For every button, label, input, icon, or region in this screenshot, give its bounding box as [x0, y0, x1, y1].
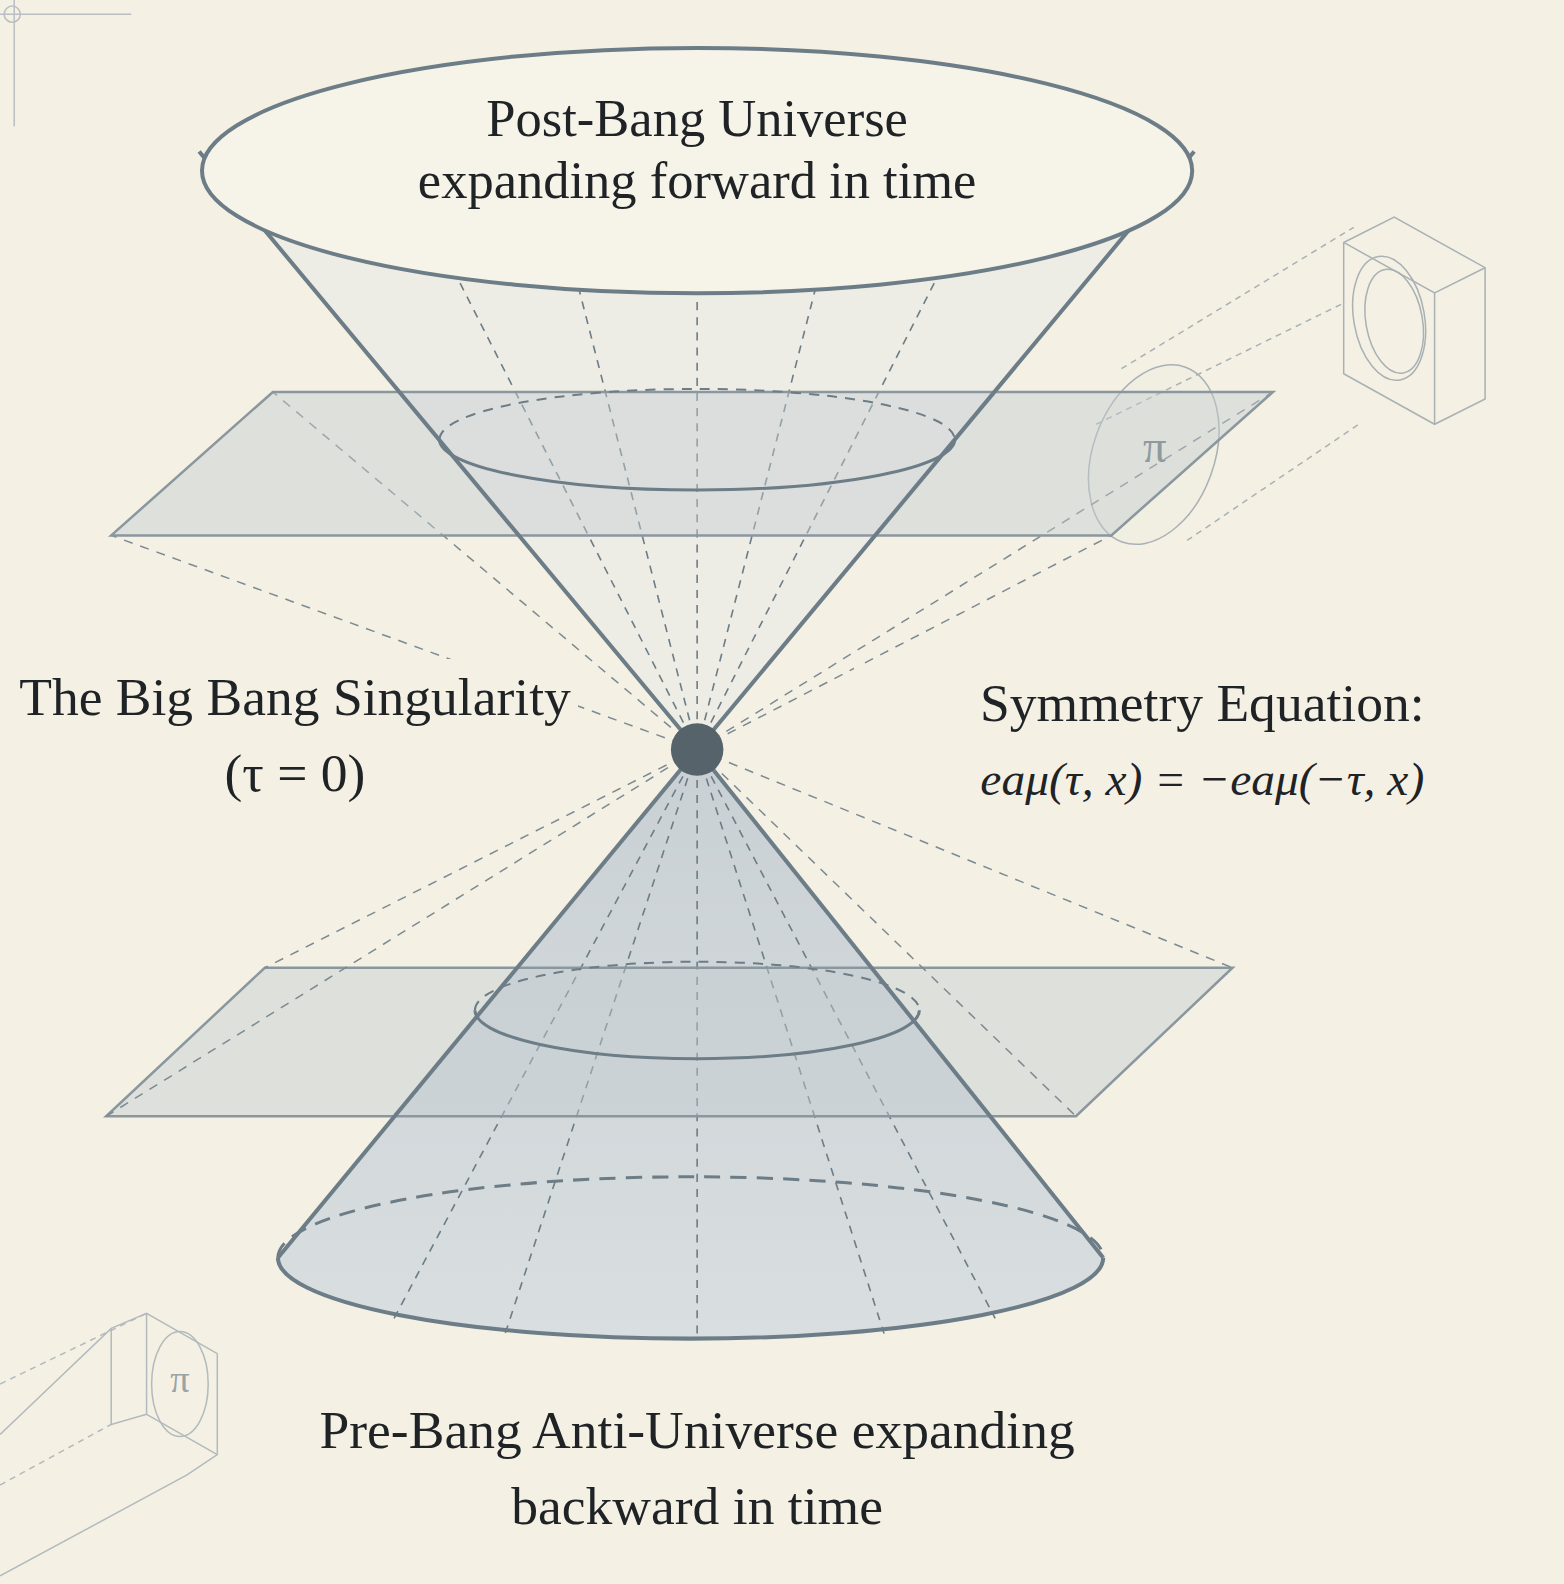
annotation-label: The Big Bang Singularity (τ = 0): [12, 659, 578, 811]
pi-prism-left: [0, 1313, 217, 1576]
pi-symbol: π: [1130, 414, 1181, 480]
annotation-label: eaμ(τ, x) = −eaμ(−τ, x): [849, 746, 1556, 813]
corner-crosshair: [0, 0, 131, 126]
annotation-label: Pre-Bang Anti-Universe expanding backwar…: [313, 1392, 1081, 1544]
pre-bang-cone-sides: [278, 750, 1103, 1339]
universe-ellipse: Post-Bang Universe expanding forward in …: [199, 45, 1195, 296]
upper-plane: [111, 389, 1273, 535]
annotation-label: Symmetry Equation:: [854, 665, 1551, 741]
lower-plane: [106, 962, 1232, 1117]
pi-symbol: π: [160, 1352, 200, 1407]
node-text: Post-Bang Universe expanding forward in …: [384, 45, 1010, 211]
singularity-dot: [671, 723, 724, 776]
